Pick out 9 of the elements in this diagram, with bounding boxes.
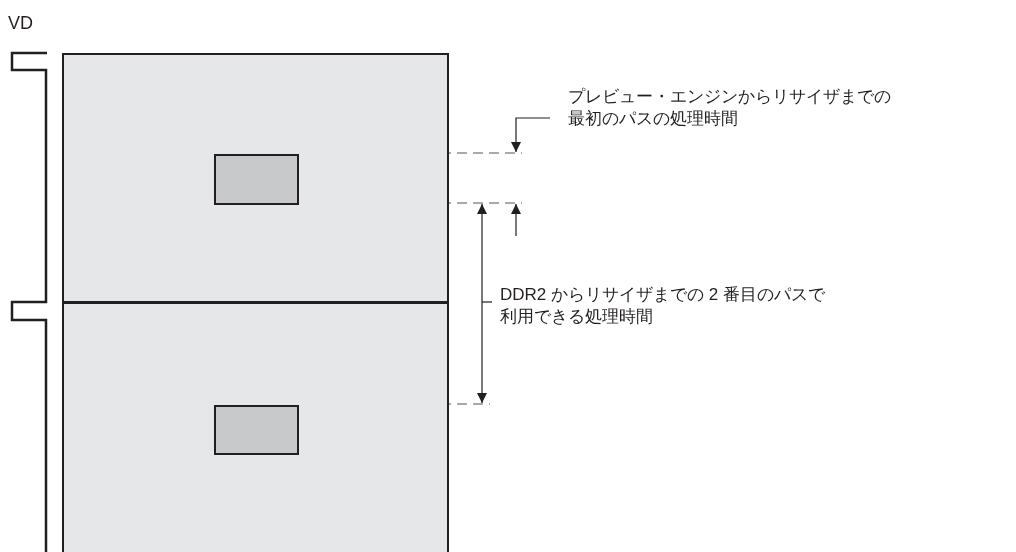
frame-box xyxy=(62,53,449,303)
signal-name: VD xyxy=(8,12,33,35)
process-box xyxy=(214,405,299,455)
leader-line xyxy=(481,301,493,303)
frame-box xyxy=(62,302,449,552)
process-box xyxy=(214,154,299,205)
leader-line xyxy=(511,117,551,153)
annotation-text: DDR2 からリサイザまでの 2 番目のパスで利用できる処理時間 xyxy=(492,284,834,329)
annotation-text: プレビュー・エンジンからリサイザまでの最初のパスの処理時間 xyxy=(550,86,902,131)
